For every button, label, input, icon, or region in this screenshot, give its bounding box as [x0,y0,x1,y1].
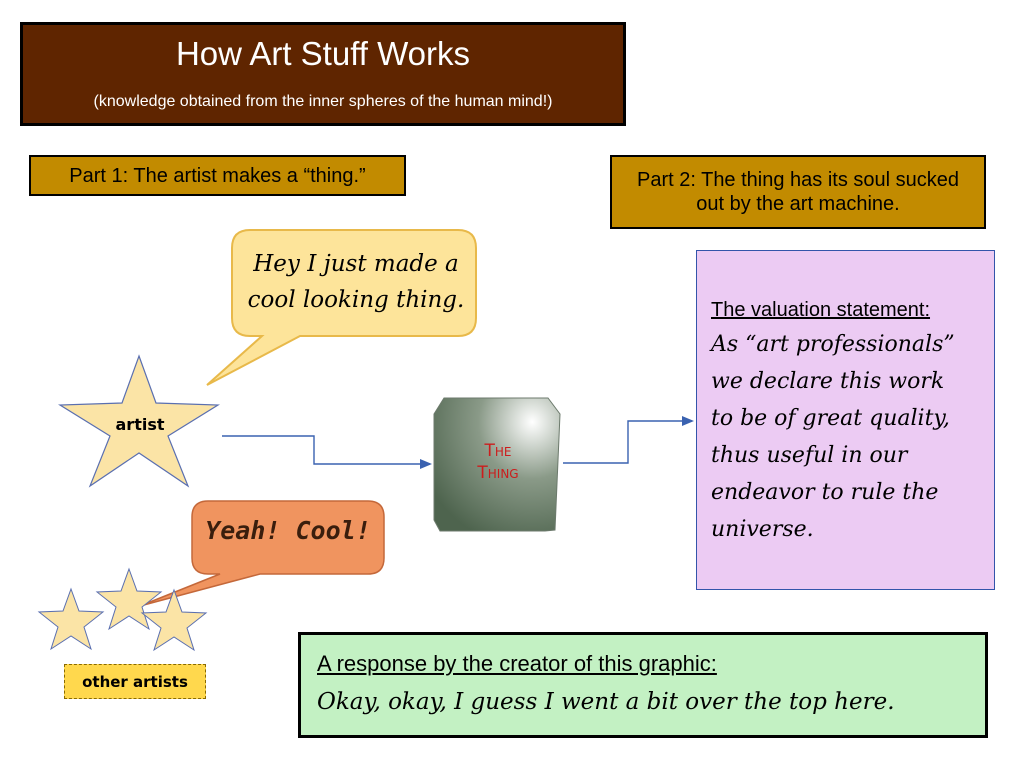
connector-artist-to-thing [222,435,432,469]
other-artists-label: other artists [64,664,206,699]
other-artist-star-icon [95,567,163,631]
valuation-line: endeavor to rule the [711,480,939,505]
others-speech-bubble [139,500,385,607]
valuation-line: thus useful in our [711,443,908,468]
thing-label: The Thing [440,440,556,484]
valuation-body: As “art professionals” we declare this w… [711,326,994,548]
thing-label-line: Thing [477,463,519,483]
artist-star-icon [57,354,221,488]
artist-label: artist [115,415,165,434]
artist-bubble-text: Hey I just made a cool looking thing. [238,246,474,336]
valuation-line: universe. [711,517,814,542]
artist-speech-bubble [206,229,477,386]
part2-label: Part 2: The thing has its soul sucked ou… [610,155,986,229]
response-heading: A response by the creator of this graphi… [317,651,717,676]
artist-bubble-line: cool looking thing. [247,287,465,313]
other-artist-star-icon [37,587,105,651]
response-body: Okay, okay, I guess I went a bit over th… [317,689,895,715]
creator-response-box: A response by the creator of this graphi… [298,632,988,738]
other-artist-star-icon [140,588,208,652]
valuation-line: we declare this work [711,369,945,394]
thing-cube-icon [433,397,561,532]
part1-label: Part 1: The artist makes a “thing.” [29,155,406,196]
page-title: How Art Stuff Works [175,35,471,72]
thing-label-line: The [484,441,512,461]
artist-bubble-line: Hey I just made a [253,251,459,277]
title-banner: How Art Stuff Works (knowledge obtained … [20,22,626,126]
valuation-statement-box: The valuation statement: As “art profess… [696,250,995,590]
connector-thing-to-valuation [563,416,694,464]
valuation-line: to be of great quality, [711,406,950,431]
page-subtitle: (knowledge obtained from the inner spher… [93,93,553,110]
others-bubble-text: Yeah! Cool! [205,516,371,545]
valuation-line: As “art professionals” [711,332,955,357]
valuation-heading: The valuation statement: [711,299,931,321]
